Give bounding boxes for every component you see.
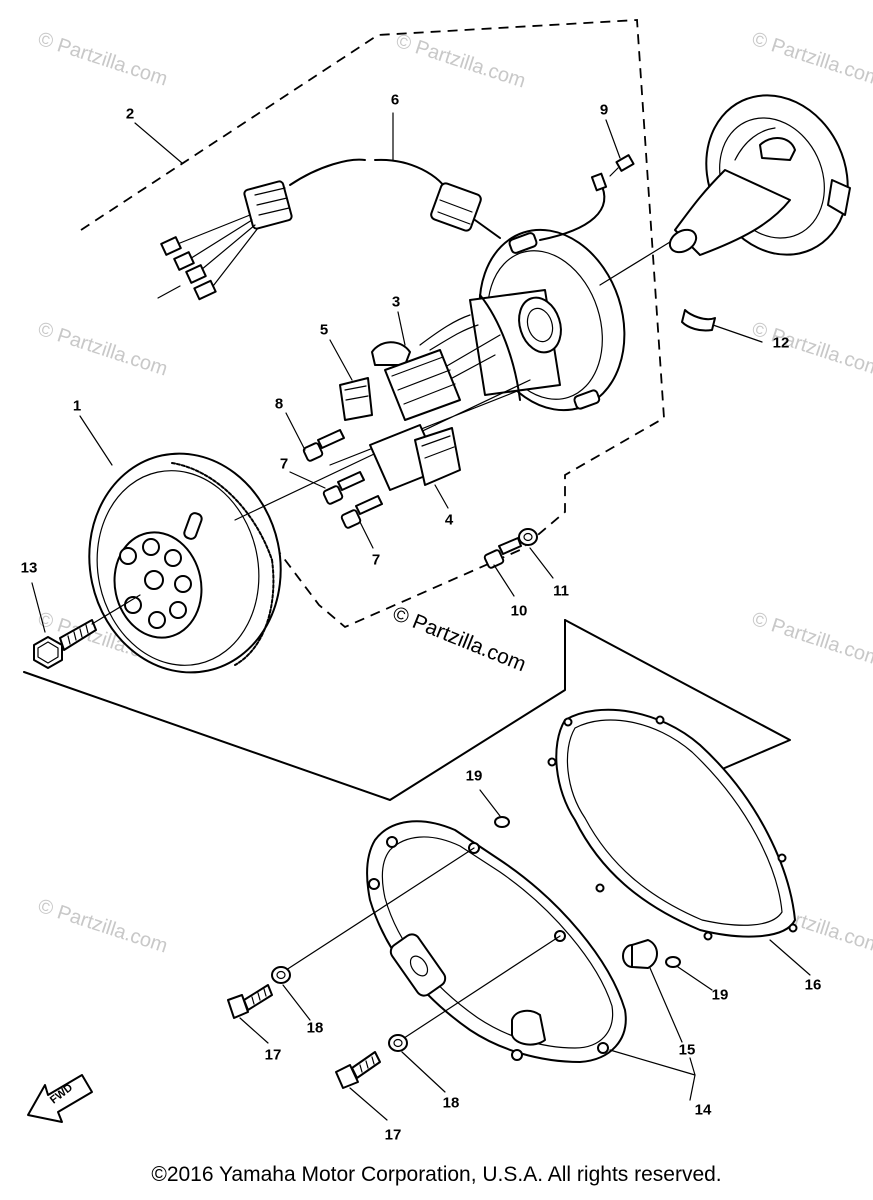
- screw-7a: [322, 471, 365, 505]
- rotor-cone: [599, 94, 851, 286]
- callout-16: 16: [804, 976, 822, 994]
- flywheel-rotor: [88, 452, 282, 674]
- callout-19a: 19: [465, 767, 483, 785]
- group-outline-right: [564, 619, 791, 771]
- callout-5: 5: [319, 321, 329, 339]
- callout-12: 12: [772, 334, 790, 352]
- copyright-text: ©2016 Yamaha Motor Corporation, U.S.A. A…: [151, 1163, 722, 1186]
- cover-bolt-17b: [335, 1051, 381, 1089]
- stator-base: [234, 228, 626, 521]
- source-coil: [339, 314, 479, 491]
- callout-7a: 7: [279, 455, 289, 473]
- screw-8: [302, 429, 345, 462]
- callout-18b: 18: [442, 1094, 460, 1112]
- callout-1: 1: [72, 397, 82, 415]
- callout-14: 14: [694, 1101, 712, 1119]
- callout-7b: 7: [371, 551, 381, 569]
- washer-11: [518, 528, 538, 546]
- group-outline: [23, 619, 566, 801]
- rotor-bolt: [33, 594, 141, 669]
- callout-17b: 17: [384, 1126, 402, 1144]
- screw-9: [609, 154, 635, 177]
- callout-9: 9: [599, 101, 609, 119]
- crankcase-gasket: [547, 708, 798, 941]
- screw-7b: [340, 495, 383, 529]
- callout-4: 4: [444, 511, 454, 529]
- callout-leaders: [31, 112, 811, 1121]
- callout-6: 6: [390, 91, 400, 109]
- callout-19b: 19: [711, 986, 729, 1004]
- callout-3: 3: [391, 293, 401, 311]
- dowel-19b: [665, 956, 681, 968]
- washer-18b: [388, 1034, 408, 1052]
- callout-2: 2: [125, 105, 135, 123]
- callout-13: 13: [20, 559, 38, 577]
- assembly-boundary: [80, 19, 665, 629]
- callout-18a: 18: [306, 1019, 324, 1037]
- callout-8: 8: [274, 395, 284, 413]
- callout-15: 15: [678, 1041, 696, 1059]
- dowel-pin-15: [622, 939, 658, 969]
- woodruff-key: [681, 309, 716, 332]
- callout-17a: 17: [264, 1046, 282, 1064]
- crankcase-cover: [282, 820, 627, 1063]
- callout-11: 11: [553, 582, 569, 600]
- callout-10: 10: [510, 602, 528, 620]
- screw-10: [483, 537, 522, 569]
- washer-18a: [271, 966, 291, 984]
- wire-harness: [157, 158, 608, 301]
- dowel-19a: [494, 816, 510, 828]
- cover-bolt-17a: [227, 984, 273, 1019]
- fwd-arrow-icon: [27, 1074, 93, 1123]
